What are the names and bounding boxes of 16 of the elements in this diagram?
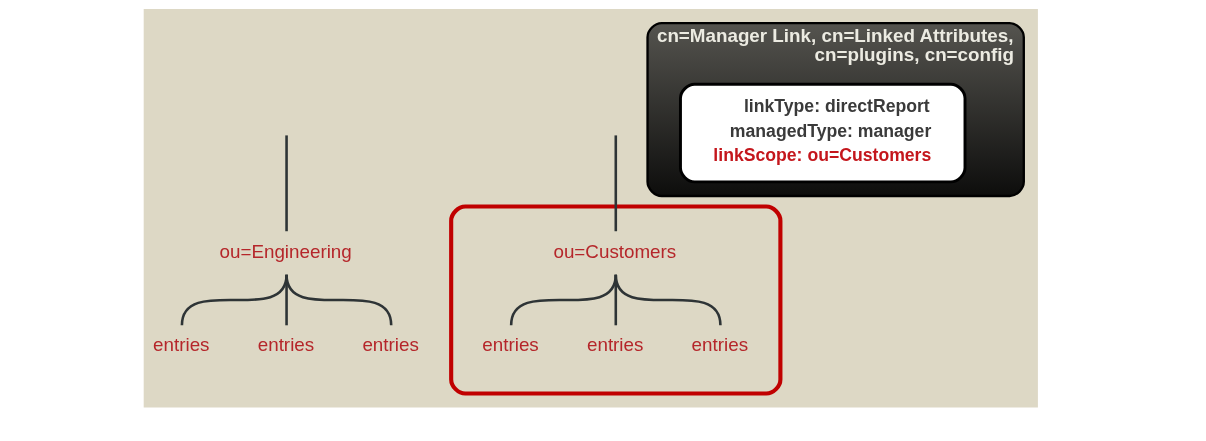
connector (509, 274, 617, 326)
node-text: ou=Engineering (219, 240, 352, 262)
node-text: entries (152, 333, 210, 355)
node-text: entries (586, 333, 643, 355)
cluster (448, 204, 782, 396)
node-text: ou=Customers (552, 240, 676, 262)
node-box: linkType: directReport managedType: manager linkScope: ou=Customers (678, 82, 966, 183)
connector (284, 274, 392, 326)
node-text: entries (691, 333, 748, 355)
node-text: entries (361, 333, 419, 355)
node-text: entries (257, 333, 314, 355)
connector (284, 134, 288, 231)
connector (614, 274, 617, 325)
connector (614, 274, 722, 326)
connector (614, 134, 617, 231)
node-text: entries (481, 333, 539, 355)
